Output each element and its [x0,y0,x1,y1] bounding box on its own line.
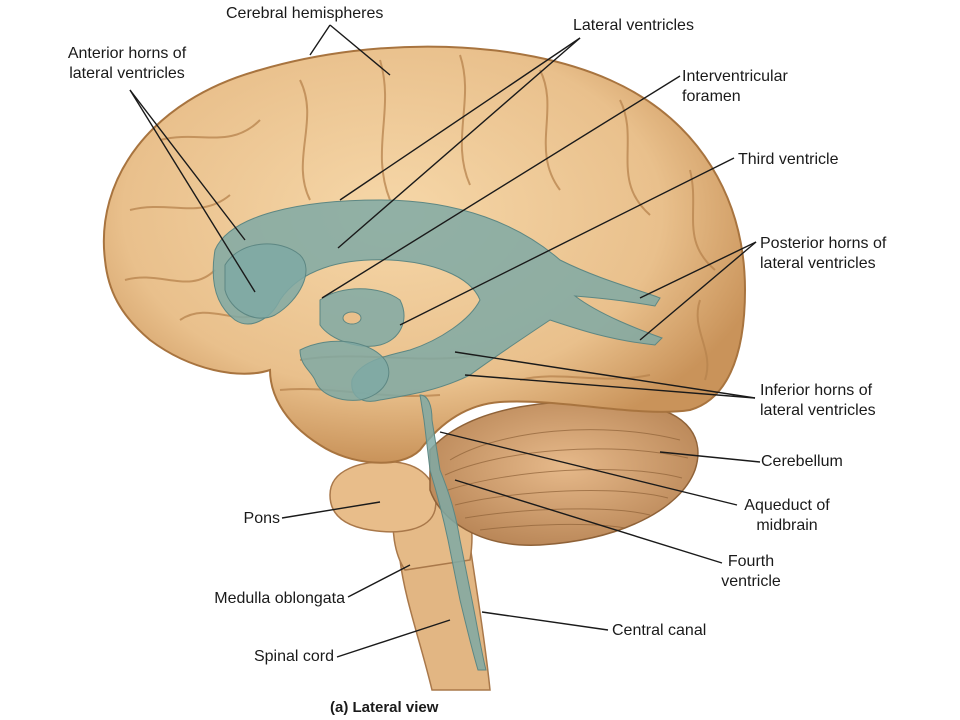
cerebellum-folia [444,429,689,531]
label-anterior-horns: Anterior horns of lateral ventricles [52,44,202,84]
figure-caption: (a) Lateral view [330,699,439,716]
label-interventricular-line2: foramen [682,88,741,105]
inferior-horn [299,340,390,401]
label-posterior-horns-line2: lateral ventricles [760,255,876,272]
cerebellum [429,400,699,546]
ventricular-system [212,199,663,671]
label-cerebellum: Cerebellum [761,453,843,470]
third-ventricle [319,288,405,347]
label-anterior-horns-line2: lateral ventricles [69,65,185,82]
leader-lines [129,24,761,658]
label-fourth-ventricle: Fourth ventricle [716,552,786,592]
label-interventricular-foramen: Interventricular foramen [682,67,788,107]
interventricular-foramen [342,311,362,325]
label-inferior-horns-line2: lateral ventricles [760,402,876,419]
label-inferior-horns: Inferior horns of lateral ventricles [760,381,876,421]
label-lateral-ventricles: Lateral ventricles [573,17,694,34]
label-interventricular-line1: Interventricular [682,68,788,85]
label-spinal-cord: Spinal cord [253,648,334,665]
label-anterior-horns-line1: Anterior horns of [67,45,187,62]
pons [329,461,437,533]
label-inferior-horns-line1: Inferior horns of [760,382,873,399]
lateral-ventricle-body [212,199,663,402]
label-third-ventricle: Third ventricle [738,151,839,168]
label-central-canal: Central canal [612,622,707,639]
aqueduct-fourth-ventricle [419,394,487,671]
anterior-horn [224,243,307,319]
label-medulla: Medulla oblongata [214,590,345,607]
label-aqueduct: Aqueduct of midbrain [732,496,842,536]
label-fourth-line2: ventricle [721,573,781,590]
label-posterior-horns: Posterior horns of lateral ventricles [760,234,886,274]
label-pons: Pons [243,510,280,527]
label-aqueduct-line2: midbrain [756,517,818,534]
label-cerebral-hemispheres: Cerebral hemispheres [226,5,384,22]
label-aqueduct-line1: Aqueduct of [744,497,830,514]
label-fourth-line1: Fourth [727,553,775,570]
label-posterior-horns-line1: Posterior horns of [760,235,887,252]
